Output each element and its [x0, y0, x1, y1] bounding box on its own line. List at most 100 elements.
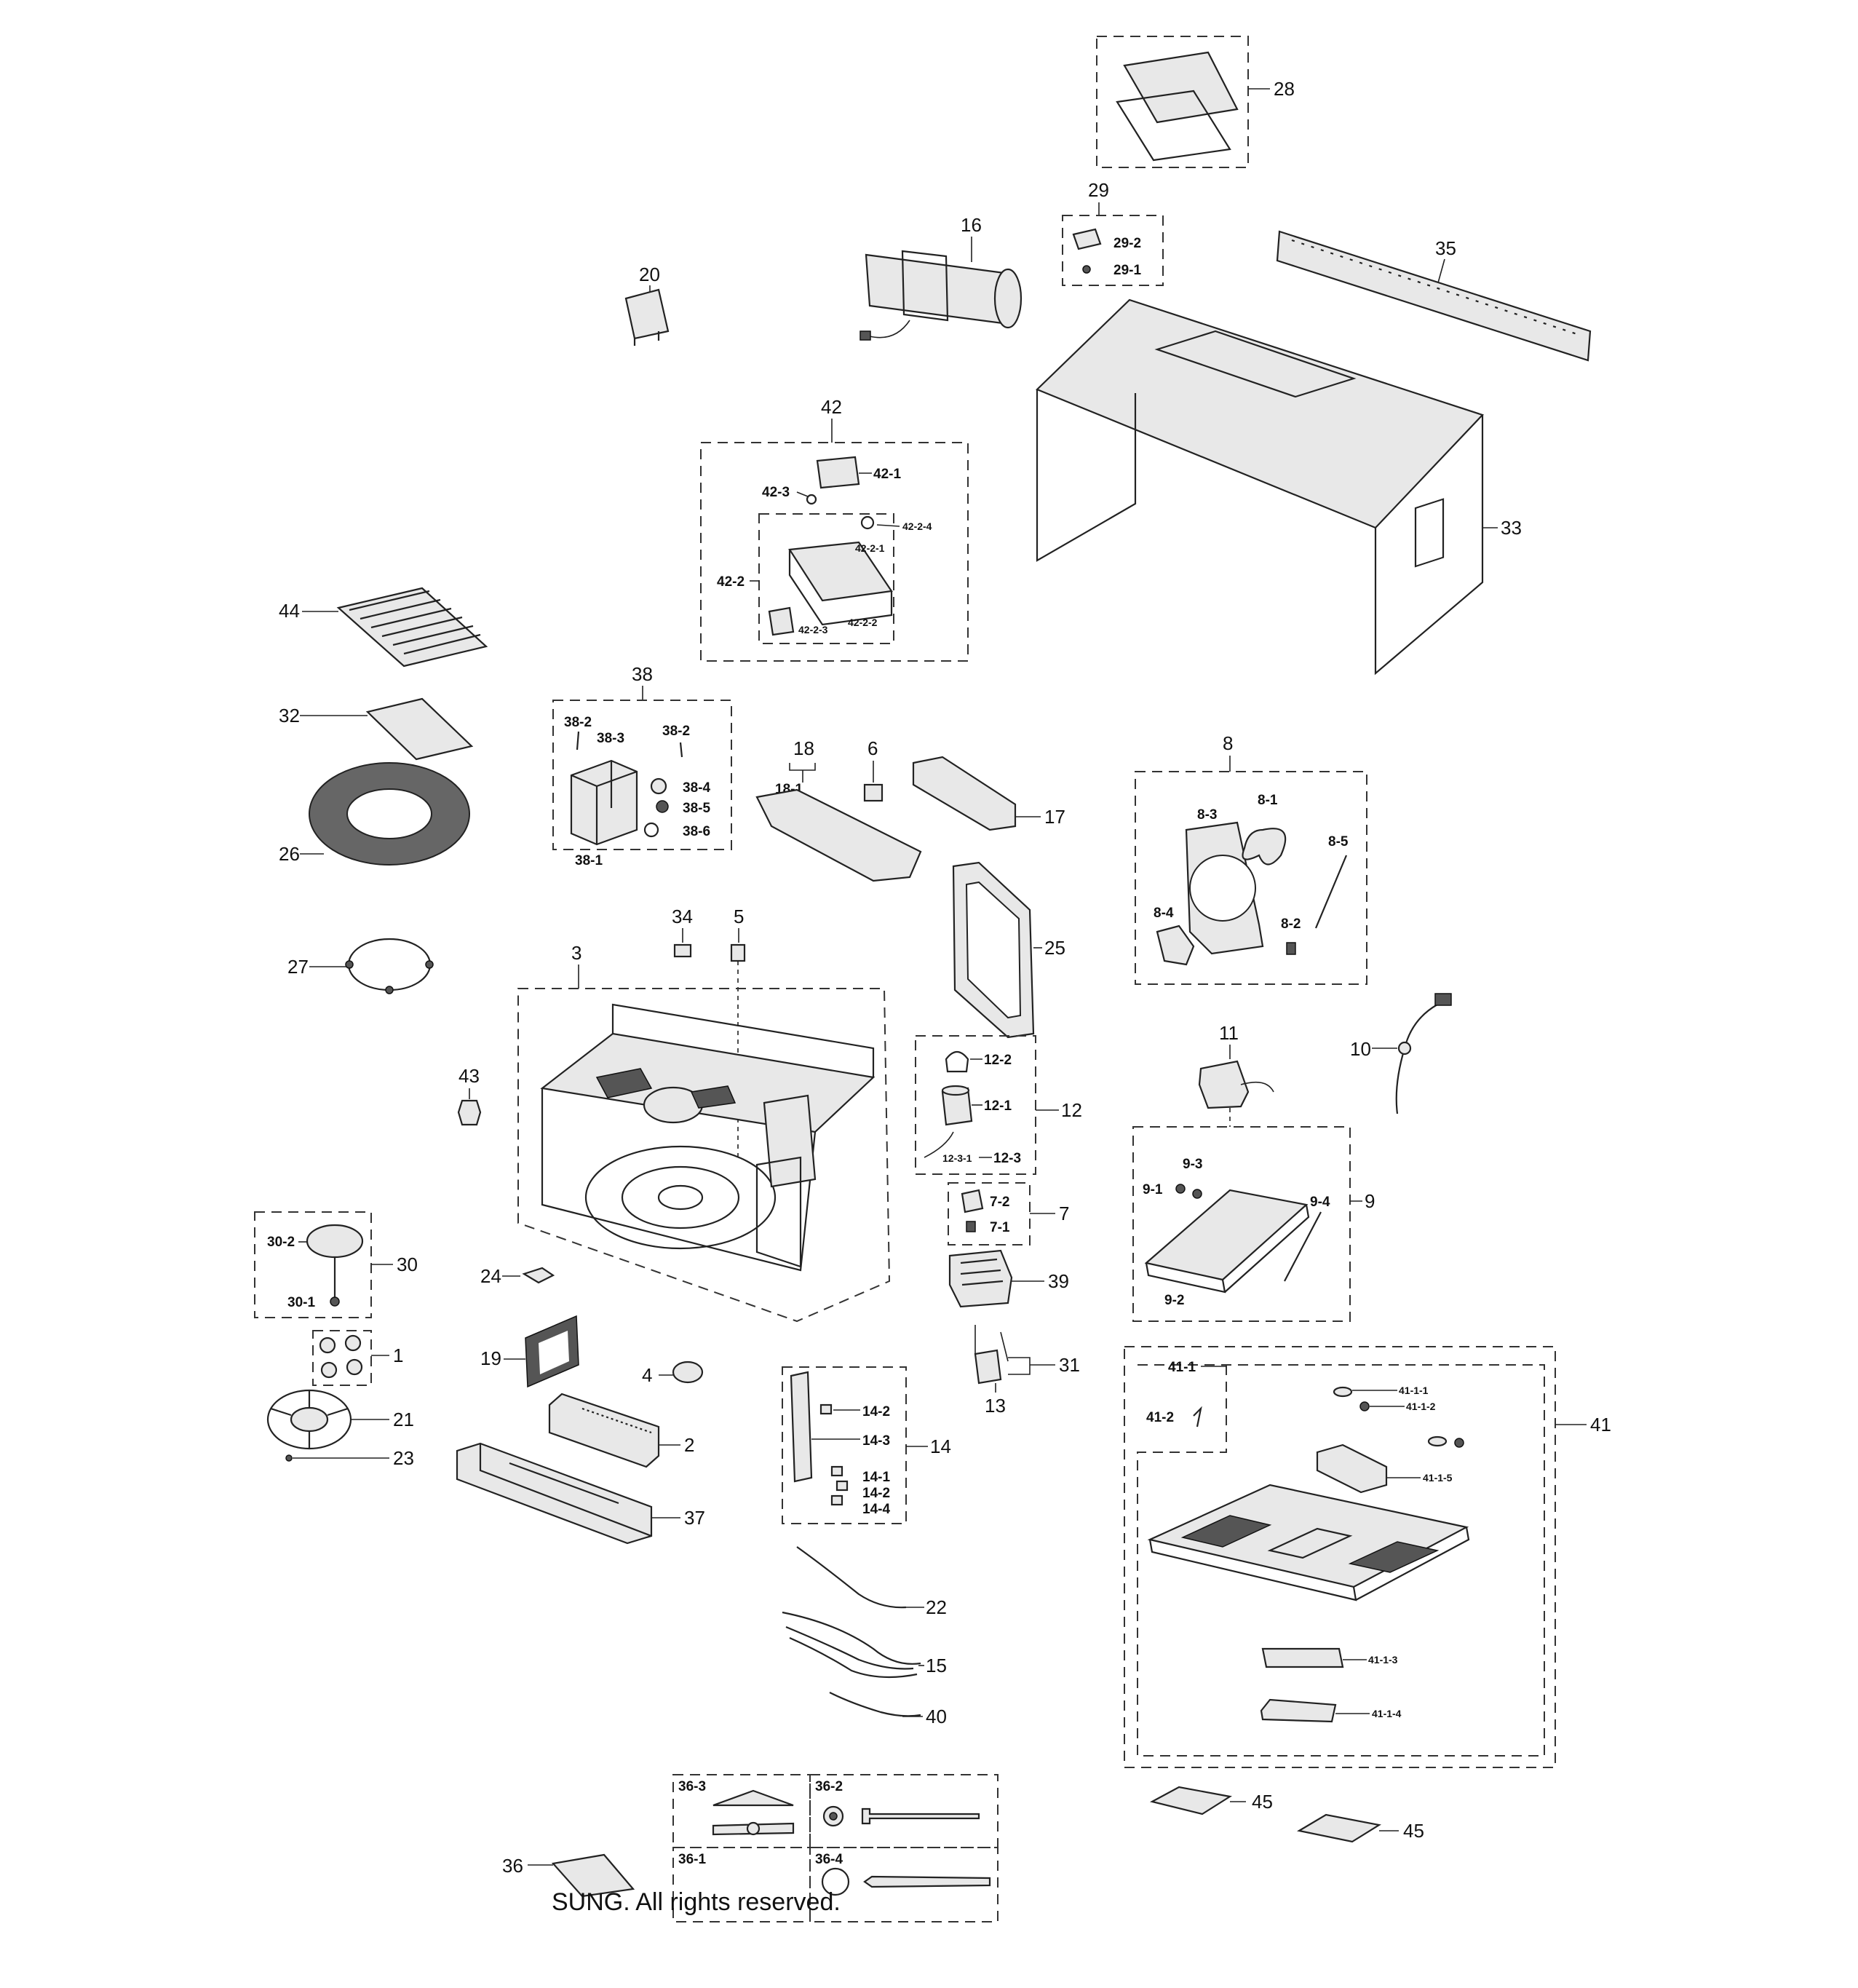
- part-32-charcoal-filter: [365, 697, 474, 761]
- label-33: 33: [1501, 517, 1522, 539]
- part-17-group: 17: [912, 756, 1065, 831]
- label-41-1-5: 41-1-5: [1423, 1472, 1453, 1484]
- part-18-group: 18 18-1: [755, 737, 922, 882]
- label-20: 20: [639, 264, 660, 285]
- part-41-1-box: [1137, 1364, 1545, 1757]
- part-27-roller-ring: [347, 938, 432, 991]
- copyright-text: SUNG. All rights reserved.: [552, 1888, 841, 1916]
- part-3-cavity-floor-ring: [584, 1145, 777, 1250]
- label-14-2-bottom: 14-2: [862, 1486, 890, 1501]
- label-38-6: 38-6: [683, 824, 710, 839]
- part-16-motor: [901, 250, 949, 322]
- label-9-3: 9-3: [1183, 1157, 1202, 1172]
- part-14-3-latch-frame: [790, 1371, 813, 1483]
- label-29-2: 29-2: [1113, 236, 1141, 251]
- label-32: 32: [279, 705, 300, 726]
- part-14-group: 14-2 14-3 14-1 14-2 14-4 14: [782, 1366, 951, 1524]
- label-8-1: 8-1: [1258, 793, 1278, 808]
- label-21: 21: [393, 1409, 414, 1430]
- label-36-2: 36-2: [815, 1779, 843, 1794]
- label-28: 28: [1274, 78, 1295, 100]
- part-32-group: 32: [279, 697, 474, 761]
- label-14-2-top: 14-2: [862, 1404, 890, 1419]
- part-42-1-cover: [816, 456, 860, 489]
- part-24-group: 24: [480, 1265, 555, 1287]
- label-38-3: 38-3: [597, 731, 624, 746]
- part-26-group: 26: [279, 762, 470, 866]
- part-45-pad-left: [1149, 1786, 1232, 1815]
- part-15-group: 15: [782, 1611, 947, 1679]
- part-28-frame: [1116, 90, 1231, 162]
- part-31-thermostat: [974, 1349, 1002, 1385]
- part-3-group: 3: [517, 942, 891, 1323]
- label-43: 43: [458, 1065, 480, 1087]
- part-5-group: 5: [730, 906, 746, 1161]
- label-15: 15: [926, 1655, 947, 1676]
- label-12-3: 12-3: [993, 1151, 1021, 1166]
- part-25-group: 25: [952, 861, 1065, 1039]
- label-29-1: 29-1: [1113, 263, 1141, 278]
- part-36-4-bolt: [863, 1875, 991, 1888]
- part-38-duct: [570, 759, 638, 846]
- part-33-left-side: [1036, 389, 1137, 562]
- label-38-5: 38-5: [683, 801, 710, 816]
- part-41-1-5-lamp-housing: [1316, 1444, 1388, 1494]
- label-41: 41: [1590, 1414, 1611, 1435]
- label-44: 44: [279, 600, 300, 622]
- part-4-motor: [672, 1361, 704, 1384]
- label-16: 16: [961, 214, 982, 236]
- label-41-1-3: 41-1-3: [1368, 1654, 1398, 1666]
- label-36-3: 36-3: [678, 1779, 706, 1794]
- label-42: 42: [821, 396, 842, 418]
- part-34-group: 34: [672, 906, 693, 958]
- part-22-group: 22: [796, 1546, 947, 1618]
- part-30-2-roller-guide: [306, 1224, 364, 1259]
- label-36-4: 36-4: [815, 1852, 843, 1867]
- label-42-2: 42-2: [717, 574, 745, 590]
- label-29: 29: [1088, 179, 1109, 201]
- part-43-group: 43: [457, 1065, 482, 1126]
- part-37-group: 37: [456, 1442, 705, 1545]
- part-21-group: 21: [266, 1389, 414, 1450]
- label-34: 34: [672, 906, 693, 927]
- part-9-box: [1132, 1126, 1351, 1322]
- label-13: 13: [985, 1395, 1006, 1417]
- label-42-1: 42-1: [873, 467, 901, 482]
- part-20-group: 20: [624, 264, 670, 346]
- part-3-box: [517, 988, 891, 1323]
- part-16-fan-housing: [865, 253, 1009, 325]
- label-42-2-1: 42-2-1: [855, 542, 885, 554]
- part-45-pad-right: [1296, 1813, 1381, 1843]
- label-11: 11: [1219, 1022, 1239, 1044]
- part-33-right-side: [1374, 415, 1484, 676]
- part-35-group: 35: [1276, 230, 1592, 362]
- label-31: 31: [1059, 1354, 1080, 1376]
- part-5-switch: [730, 943, 746, 962]
- part-17-bracket: [912, 756, 1017, 831]
- label-14-4: 14-4: [862, 1502, 890, 1517]
- part-10-power-cord: [1395, 1004, 1438, 1114]
- label-45-right: 45: [1403, 1820, 1424, 1842]
- label-8: 8: [1223, 732, 1233, 754]
- part-9-base-plate: [1144, 1189, 1309, 1281]
- part-44-group: 44: [279, 587, 488, 668]
- label-12-2: 12-2: [984, 1053, 1012, 1068]
- part-36-template: [551, 1853, 635, 1898]
- part-22-wire-harness: [796, 1546, 907, 1609]
- part-1-box: [312, 1330, 372, 1386]
- part-29-group: 29 29-2 29-1: [1062, 179, 1164, 286]
- part-28-box: [1096, 36, 1249, 168]
- part-3-cavity-top: [540, 1032, 876, 1133]
- part-7-2-bracket: [961, 1189, 984, 1213]
- label-14: 14: [930, 1435, 951, 1457]
- part-8-4-motor: [1156, 924, 1195, 966]
- part-8-box: [1135, 771, 1367, 985]
- label-12-1: 12-1: [984, 1098, 1012, 1114]
- part-33-top-opening: [1154, 330, 1357, 398]
- part-42-2-box: [758, 513, 894, 644]
- label-8-4: 8-4: [1154, 906, 1174, 921]
- label-3: 3: [571, 942, 581, 964]
- label-26: 26: [279, 843, 300, 865]
- label-42-2-3: 42-2-3: [798, 624, 828, 635]
- part-18-waveguide: [755, 788, 922, 882]
